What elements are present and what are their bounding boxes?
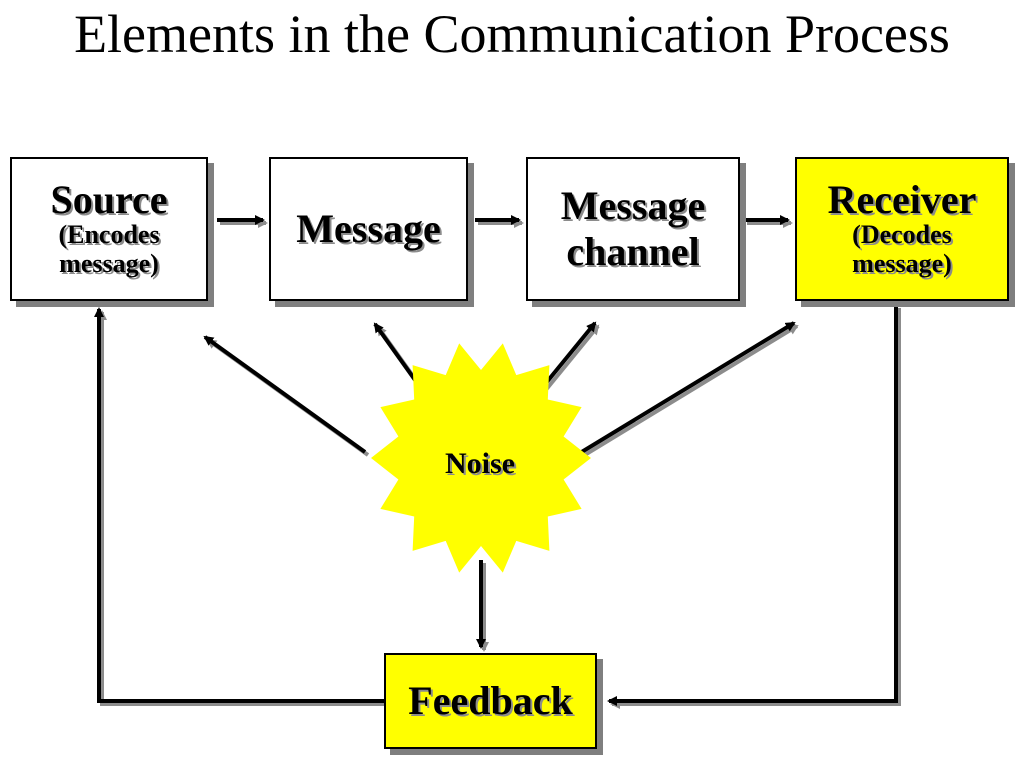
starburst-icon [371,343,591,573]
slide-title: Elements in the Communication Process [74,4,950,64]
receiver-box: Receiver (Decodes message) [795,157,1009,301]
arrow-source-to-message [217,215,268,228]
receiver-sublabel: (Decodes message) [852,220,952,278]
message-box: Message [269,157,468,301]
arrow-noise-to-receiver [578,321,799,458]
feedback-box: Feedback [384,653,597,749]
receiver-label: Receiver [827,177,977,222]
arrow-noise-to-feedback [476,560,489,652]
arrow-message-to-channel [475,215,524,228]
message-channel-label: Message channel [560,183,706,274]
message-channel-box: Message channel [526,157,740,301]
arrow-channel-to-receiver [744,215,793,228]
arrow-noise-to-source [203,335,370,457]
source-box: Source (Encodes message) [10,157,208,301]
noise-label: Noise [445,447,515,480]
arrow-feedback-to-source [94,307,387,706]
source-label: Source [50,177,168,222]
arrow-receiver-to-feedback [607,305,901,709]
source-sublabel: (Encodes message) [58,220,160,278]
feedback-label: Feedback [408,678,573,723]
message-label: Message [296,206,441,251]
